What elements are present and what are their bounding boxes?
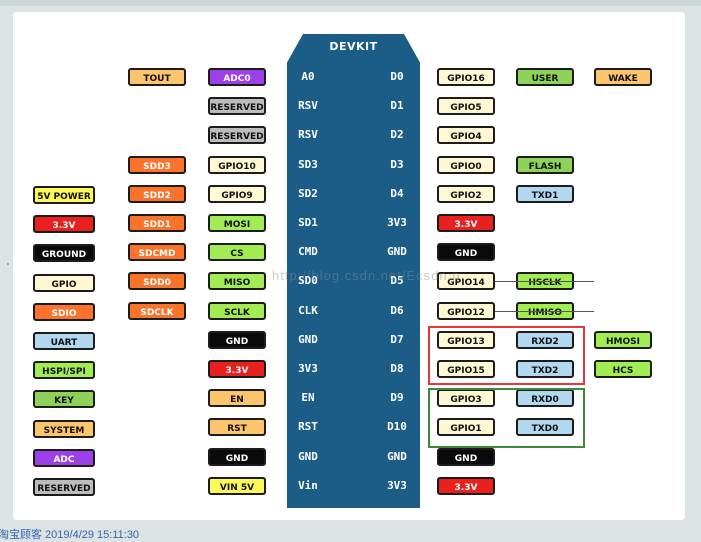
pin-tag: 3.3V [437, 476, 495, 495]
pin-tag: GND [208, 447, 266, 466]
pin-tag: TXD1 [516, 184, 574, 203]
legend-item: SDIO [33, 302, 95, 321]
pin-tag: GPIO4 [437, 126, 495, 145]
legend-item: GROUND [33, 244, 95, 263]
pin-tag: TXD0 [516, 418, 574, 437]
pin-label-right: D1 [390, 99, 404, 113]
pin-tag: GPIO5 [437, 97, 495, 116]
pin-tag: GND [208, 330, 266, 349]
pin-label-right: 3V3 [387, 216, 407, 229]
pin-tag: SDCLK [128, 301, 186, 320]
pin-tag: GPIO15 [437, 360, 495, 378]
pin-label-right: 3V3 [387, 478, 407, 492]
pin-label-right: D4 [390, 186, 404, 200]
devkit-board [287, 34, 420, 508]
pin-label-left: RSV [298, 99, 318, 113]
pin-tag: GPIO1 [437, 418, 495, 437]
legend-item: ADC [33, 448, 95, 467]
pin-tag: GPIO10 [208, 155, 266, 174]
board-title: DEVKIT [329, 40, 378, 53]
pin-tag: GPIO16 [437, 68, 495, 86]
pin-tag: CS [208, 243, 266, 262]
pin-label-left: SD0 [298, 274, 318, 288]
pin-label-right: GND [387, 245, 407, 259]
pin-tag: MOSI [208, 214, 266, 232]
watermark: http://blog.csdn.net/Ecsdn.p [272, 268, 461, 283]
pin-tag: GND [437, 243, 495, 262]
pin-label-left: EN [301, 391, 315, 405]
legend-item: 3.3V [33, 215, 95, 234]
legend-item: RESERVED [33, 478, 95, 496]
pin-label-left: SD2 [298, 186, 318, 200]
pin-label-right: D2 [390, 128, 404, 142]
pin-tag: TOUT [128, 68, 186, 86]
pin-tag: 3.3V [208, 360, 266, 378]
pin-label-left: Vin [298, 478, 318, 492]
pin-label-left: GND [298, 332, 318, 346]
pin-label-right: D5 [390, 274, 404, 288]
pin-tag: RXD2 [516, 330, 574, 349]
pin-tag: SDD3 [128, 155, 186, 174]
pin-label-right: D3 [390, 157, 404, 171]
pin-tag: ADC0 [208, 68, 266, 86]
pin-label-right: D0 [390, 70, 404, 83]
pin-tag: GPIO12 [437, 301, 495, 320]
pin-tag: SDD2 [128, 184, 186, 203]
pin-tag: GPIO13 [437, 330, 495, 349]
pin-tag: FLASH [516, 155, 574, 174]
pin-tag: RESERVED [208, 126, 266, 145]
legend-item: 5V POWER [33, 186, 95, 204]
legend-item: GPIO [33, 273, 95, 292]
pin-tag: HCS [594, 360, 652, 378]
legend-item: HSPI/SPI [33, 361, 95, 380]
pin-tag: GPIO2 [437, 184, 495, 203]
pin-label-right: D6 [390, 303, 404, 317]
pin-label-right: GND [387, 449, 407, 463]
pin-tag: GPIO3 [437, 389, 495, 408]
connector-line [495, 281, 594, 283]
highlight-red-box [428, 326, 585, 385]
pin-label-left: CLK [298, 303, 318, 317]
legend-item: UART [33, 332, 95, 350]
pin-tag: GPIO14 [437, 272, 495, 291]
footer-text[interactable]: 淘宝顾客 2019/4/29 15:11:30 [0, 529, 140, 541]
pin-tag: VIN 5V [208, 476, 266, 495]
pin-tag: RST [208, 418, 266, 437]
pin-tag: RXD0 [516, 389, 574, 408]
pin-label-left: CMD [298, 245, 318, 259]
pin-label-left: GND [298, 449, 318, 463]
legend-item: SYSTEM [33, 419, 95, 438]
pin-label-left: SD3 [298, 157, 318, 171]
pin-tag: TXD2 [516, 360, 574, 378]
pin-label-right: D10 [387, 420, 407, 434]
pin-tag: 3.3V [437, 214, 495, 232]
pin-label-right: D9 [390, 391, 404, 405]
pin-tag: GND [437, 447, 495, 466]
pin-label-left: A0 [301, 70, 315, 83]
pin-tag: MISO [208, 272, 266, 291]
pin-label-left: 3V3 [298, 362, 318, 375]
pin-tag: GPIO9 [208, 184, 266, 203]
pin-tag: SDD1 [128, 214, 186, 232]
pin-tag: RESERVED [208, 97, 266, 116]
pin-tag: WAKE [594, 68, 652, 86]
pin-tag: GPIO0 [437, 155, 495, 174]
pin-label-left: SD1 [298, 216, 318, 229]
bullet-dot [7, 263, 9, 265]
pin-tag: HMOSI [594, 330, 652, 349]
pin-label-right: D7 [390, 332, 404, 346]
highlight-green-box [428, 388, 585, 448]
legend-item: KEY [33, 390, 95, 409]
pin-label-right: D8 [390, 362, 404, 375]
pin-tag: SCLK [208, 301, 266, 320]
page-top-strip [0, 0, 701, 6]
pin-label-left: RST [298, 420, 318, 434]
pin-label-left: RSV [298, 128, 318, 142]
pin-tag: SDD0 [128, 272, 186, 291]
pin-tag: SDCMD [128, 243, 186, 262]
pin-tag: EN [208, 389, 266, 408]
pin-tag: USER [516, 68, 574, 86]
connector-line [495, 310, 594, 312]
